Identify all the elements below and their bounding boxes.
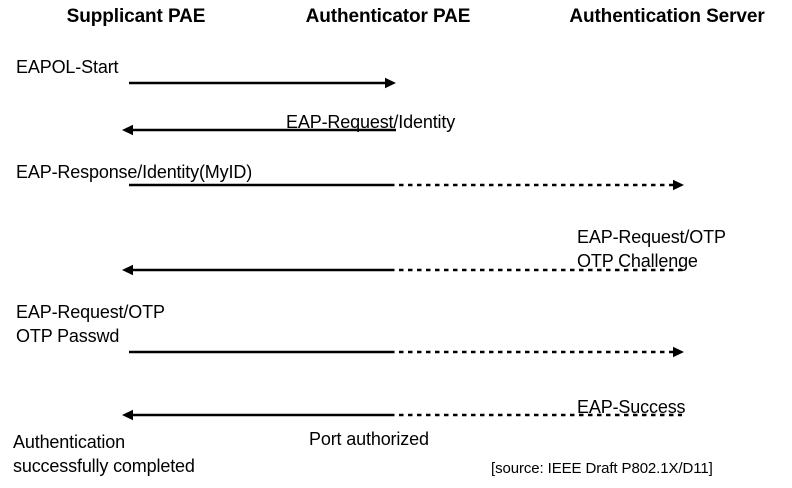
arrow-head-right <box>673 346 684 358</box>
source-citation: [source: IEEE Draft P802.1X/D11] <box>491 460 713 477</box>
arrow-head-left <box>122 409 133 421</box>
arrow-head-right <box>385 77 396 89</box>
message-label-line-1: EAP-Request/OTP <box>16 302 165 322</box>
message-label-line-1: EAP-Request/OTP <box>577 227 726 247</box>
annotation-authentication-successfully-completed: Authentication successfully completed <box>13 430 195 478</box>
column-header-authentication-server: Authentication Server <box>569 6 765 27</box>
arrow-eap-request-otp-passwd <box>129 346 684 358</box>
annotation-line-1: Authentication <box>13 432 125 452</box>
arrow-eapol-start <box>129 77 396 89</box>
message-label-eapol-start: EAPOL-Start <box>16 57 119 77</box>
message-label-eap-request-otp-passwd: EAP-Request/OTP OTP Passwd <box>16 300 165 348</box>
message-label-eap-response-identity: EAP-Response/Identity(MyID) <box>16 162 253 182</box>
annotation-line-2: successfully completed <box>13 456 195 476</box>
message-label-eap-success: EAP-Success <box>577 397 686 417</box>
column-header-supplicant: Supplicant PAE <box>66 6 206 27</box>
arrow-head-left <box>122 124 133 136</box>
message-label-line-2: OTP Passwd <box>16 326 120 346</box>
message-label-eap-request-identity: EAP-Request/Identity <box>286 112 456 132</box>
message-label-line-2: OTP Challenge <box>577 251 698 271</box>
column-header-authenticator: Authenticator PAE <box>305 6 471 27</box>
arrow-head-left <box>122 264 133 276</box>
message-label-eap-request-otp-challenge: EAP-Request/OTP OTP Challenge <box>577 225 726 273</box>
arrow-head-right <box>673 179 684 191</box>
annotation-port-authorized: Port authorized <box>309 429 429 449</box>
